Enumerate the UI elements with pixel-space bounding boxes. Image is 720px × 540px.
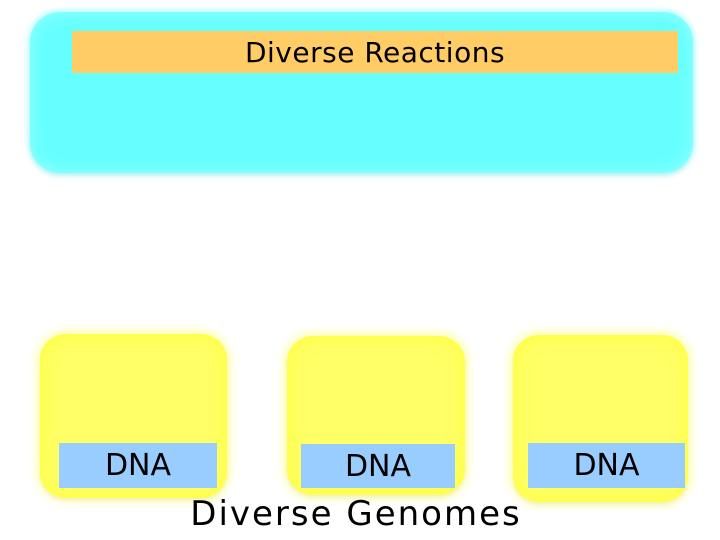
dna-label-1: DNA <box>104 448 172 483</box>
diverse-reactions-panel: Diverse Reactions <box>30 12 693 173</box>
caption-diverse-genomes: Diverse Genomes <box>0 493 712 535</box>
genome-box-3: DNA <box>513 335 688 502</box>
genome-box-2: DNA <box>287 336 465 495</box>
dna-bar-3: DNA <box>528 443 685 488</box>
dna-bar-1: DNA <box>59 443 217 488</box>
dna-label-3: DNA <box>573 448 640 483</box>
reactions-title-bar: Diverse Reactions <box>72 31 678 73</box>
dna-bar-2: DNA <box>301 444 455 488</box>
caption-text: Diverse Genomes <box>190 494 522 534</box>
dna-label-2: DNA <box>344 448 412 484</box>
reactions-title: Diverse Reactions <box>244 35 506 69</box>
genome-box-1: DNA <box>40 334 227 498</box>
